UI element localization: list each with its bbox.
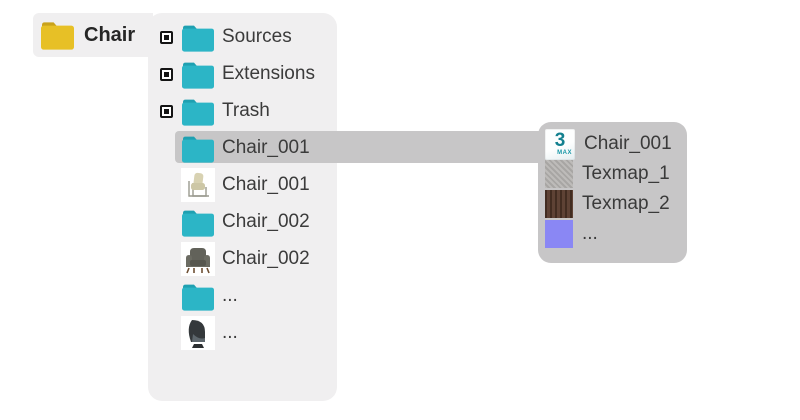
- tree-item-label: Sources: [222, 26, 292, 47]
- detail-item-label: Chair_001: [584, 133, 672, 154]
- teal-folder-icon: [180, 133, 216, 164]
- tree-item-label: Chair_001: [222, 174, 310, 195]
- tree-item-extensions: Extensions: [158, 56, 337, 92]
- tree-item-label: ...: [222, 285, 238, 306]
- brown-texture-swatch-icon: [545, 190, 573, 218]
- bullet-square-icon: [159, 67, 173, 81]
- root-folder-row: Chair: [33, 13, 153, 57]
- 3dsmax-digit: 3: [554, 130, 566, 151]
- detail-item-chair001-maxfile: 3 MAX Chair_001: [545, 128, 687, 160]
- tree-item-label: ...: [222, 322, 238, 343]
- tree-item-sources: Sources: [158, 19, 337, 55]
- detail-item-label: Texmap_2: [582, 193, 670, 214]
- tree-item-trash: Trash: [158, 93, 337, 129]
- detail-item-texmap2: Texmap_2: [545, 189, 687, 219]
- teal-folder-icon: [180, 59, 216, 90]
- tree-item-label: Extensions: [222, 63, 315, 84]
- tree-item-more-models: ...: [158, 315, 337, 351]
- chair-thumbnail-swivel-icon: [180, 316, 216, 350]
- chair-thumbnail-armchair-icon: [180, 242, 216, 276]
- detail-item-label: Texmap_1: [582, 163, 670, 184]
- tree-item-label: Chair_002: [222, 248, 310, 269]
- detail-item-label: ...: [582, 223, 598, 244]
- tree-item-chair001-folder-selected: Chair_001: [158, 130, 337, 166]
- bullet-square-icon: [159, 104, 173, 118]
- 3dsmax-max-text: MAX: [557, 150, 572, 156]
- detail-item-texmap1: Texmap_1: [545, 159, 687, 189]
- teal-folder-icon: [180, 207, 216, 238]
- tree-item-label: Trash: [222, 100, 270, 121]
- tree-item-label: Chair_001: [222, 137, 310, 158]
- detail-item-more: ...: [545, 219, 687, 249]
- chair-thumbnail-beige-icon: [180, 168, 216, 202]
- teal-folder-icon: [180, 96, 216, 127]
- teal-folder-icon: [180, 281, 216, 312]
- gray-texture-swatch-icon: [545, 160, 573, 188]
- tree-item-chair002-folder: Chair_002: [158, 204, 337, 240]
- tree-item-more-folders: ...: [158, 278, 337, 314]
- detail-panel: 3 MAX Chair_001 Texmap_1 Texmap_2 ...: [538, 122, 687, 263]
- tree-item-label: Chair_002: [222, 211, 310, 232]
- tree-item-chair001-model: Chair_001: [158, 167, 337, 203]
- tree-panel: Sources Extensions Trash: [148, 13, 337, 401]
- yellow-folder-icon: [38, 18, 76, 52]
- selection-highlight-bar: [175, 131, 555, 163]
- bullet-square-icon: [159, 30, 173, 44]
- tree-item-chair002-model: Chair_002: [158, 241, 337, 277]
- 3dsmax-file-icon: 3 MAX: [545, 128, 575, 160]
- purple-texture-swatch-icon: [545, 220, 573, 248]
- teal-folder-icon: [180, 22, 216, 53]
- root-folder-label: Chair: [84, 23, 136, 46]
